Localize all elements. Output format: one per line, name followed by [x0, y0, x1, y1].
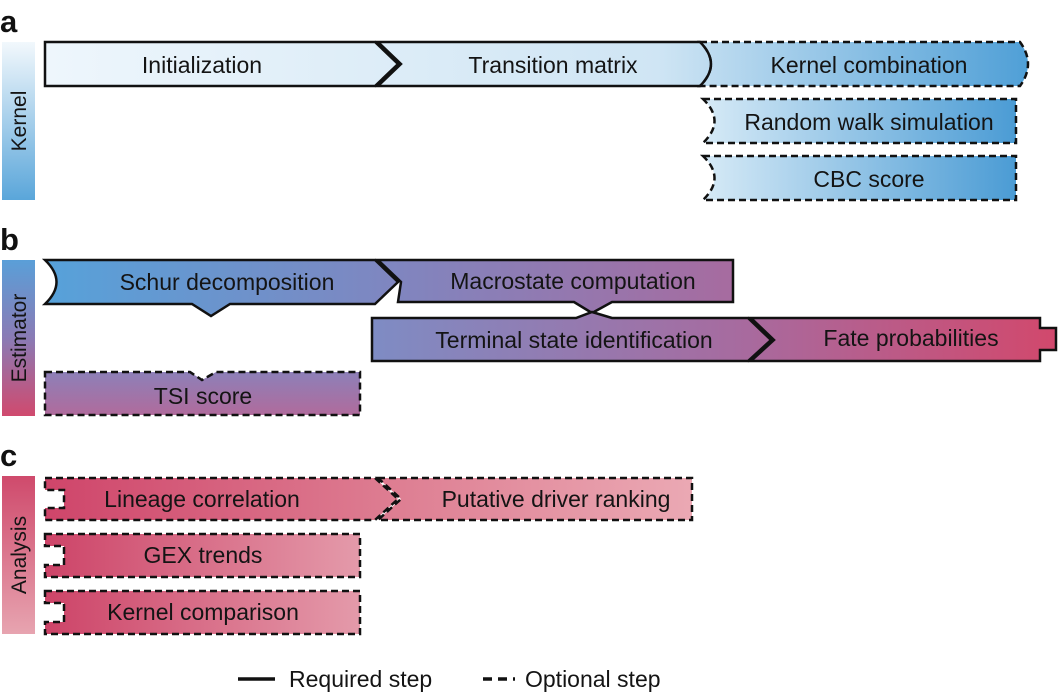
panel-c-letter: c — [0, 438, 17, 473]
transition-matrix-label: Transition matrix — [468, 52, 638, 78]
tsi-score-step — [43, 370, 362, 417]
kernel-combination-label: Kernel combination — [771, 52, 968, 78]
analysis-side-label: Analysis — [8, 516, 31, 594]
cbc-score-label: CBC score — [813, 166, 924, 192]
lineage-correlation-label: Lineage correlation — [104, 486, 300, 512]
kernel-combination-step — [696, 40, 1030, 88]
putative-driver-ranking-step — [374, 476, 694, 522]
estimator-side-bar — [2, 260, 35, 416]
cbc-score-step — [699, 154, 1018, 202]
legend-optional-label: Optional step — [525, 666, 661, 692]
panel-b-letter: b — [0, 222, 19, 257]
random-walk-simulation-label: Random walk simulation — [744, 109, 993, 135]
estimator-side-label: Estimator — [8, 294, 31, 383]
kernel-main-band — [45, 42, 1028, 86]
random-walk-simulation-step — [699, 97, 1018, 145]
initialization-label: Initialization — [142, 52, 262, 78]
lineage-correlation-step — [43, 476, 400, 522]
gex-trends-step — [43, 532, 362, 579]
terminal-state-identification-label: Terminal state identification — [435, 327, 712, 353]
analysis-side-bar — [2, 476, 35, 634]
legend-required-label: Required step — [289, 666, 432, 692]
schur-decomposition-label: Schur decomposition — [120, 269, 335, 295]
putative-driver-ranking-label: Putative driver ranking — [442, 486, 671, 512]
macrostate-computation-label: Macrostate computation — [450, 268, 695, 294]
fate-probabilities-label: Fate probabilities — [823, 325, 998, 351]
gex-trends-label: GEX trends — [144, 542, 263, 568]
kernel-comparison-step — [43, 589, 362, 636]
tsi-score-label: TSI score — [154, 383, 252, 409]
initialization-step — [43, 40, 400, 88]
kernel-side-bar — [2, 42, 35, 200]
kernel-side-label: Kernel — [8, 91, 31, 152]
kernel-comparison-label: Kernel comparison — [107, 599, 299, 625]
terminal-state-identification-step — [370, 310, 773, 363]
schur-decomposition-step — [41, 258, 400, 318]
fate-probabilities-step — [747, 316, 1058, 363]
panel-a-letter: a — [0, 4, 18, 39]
